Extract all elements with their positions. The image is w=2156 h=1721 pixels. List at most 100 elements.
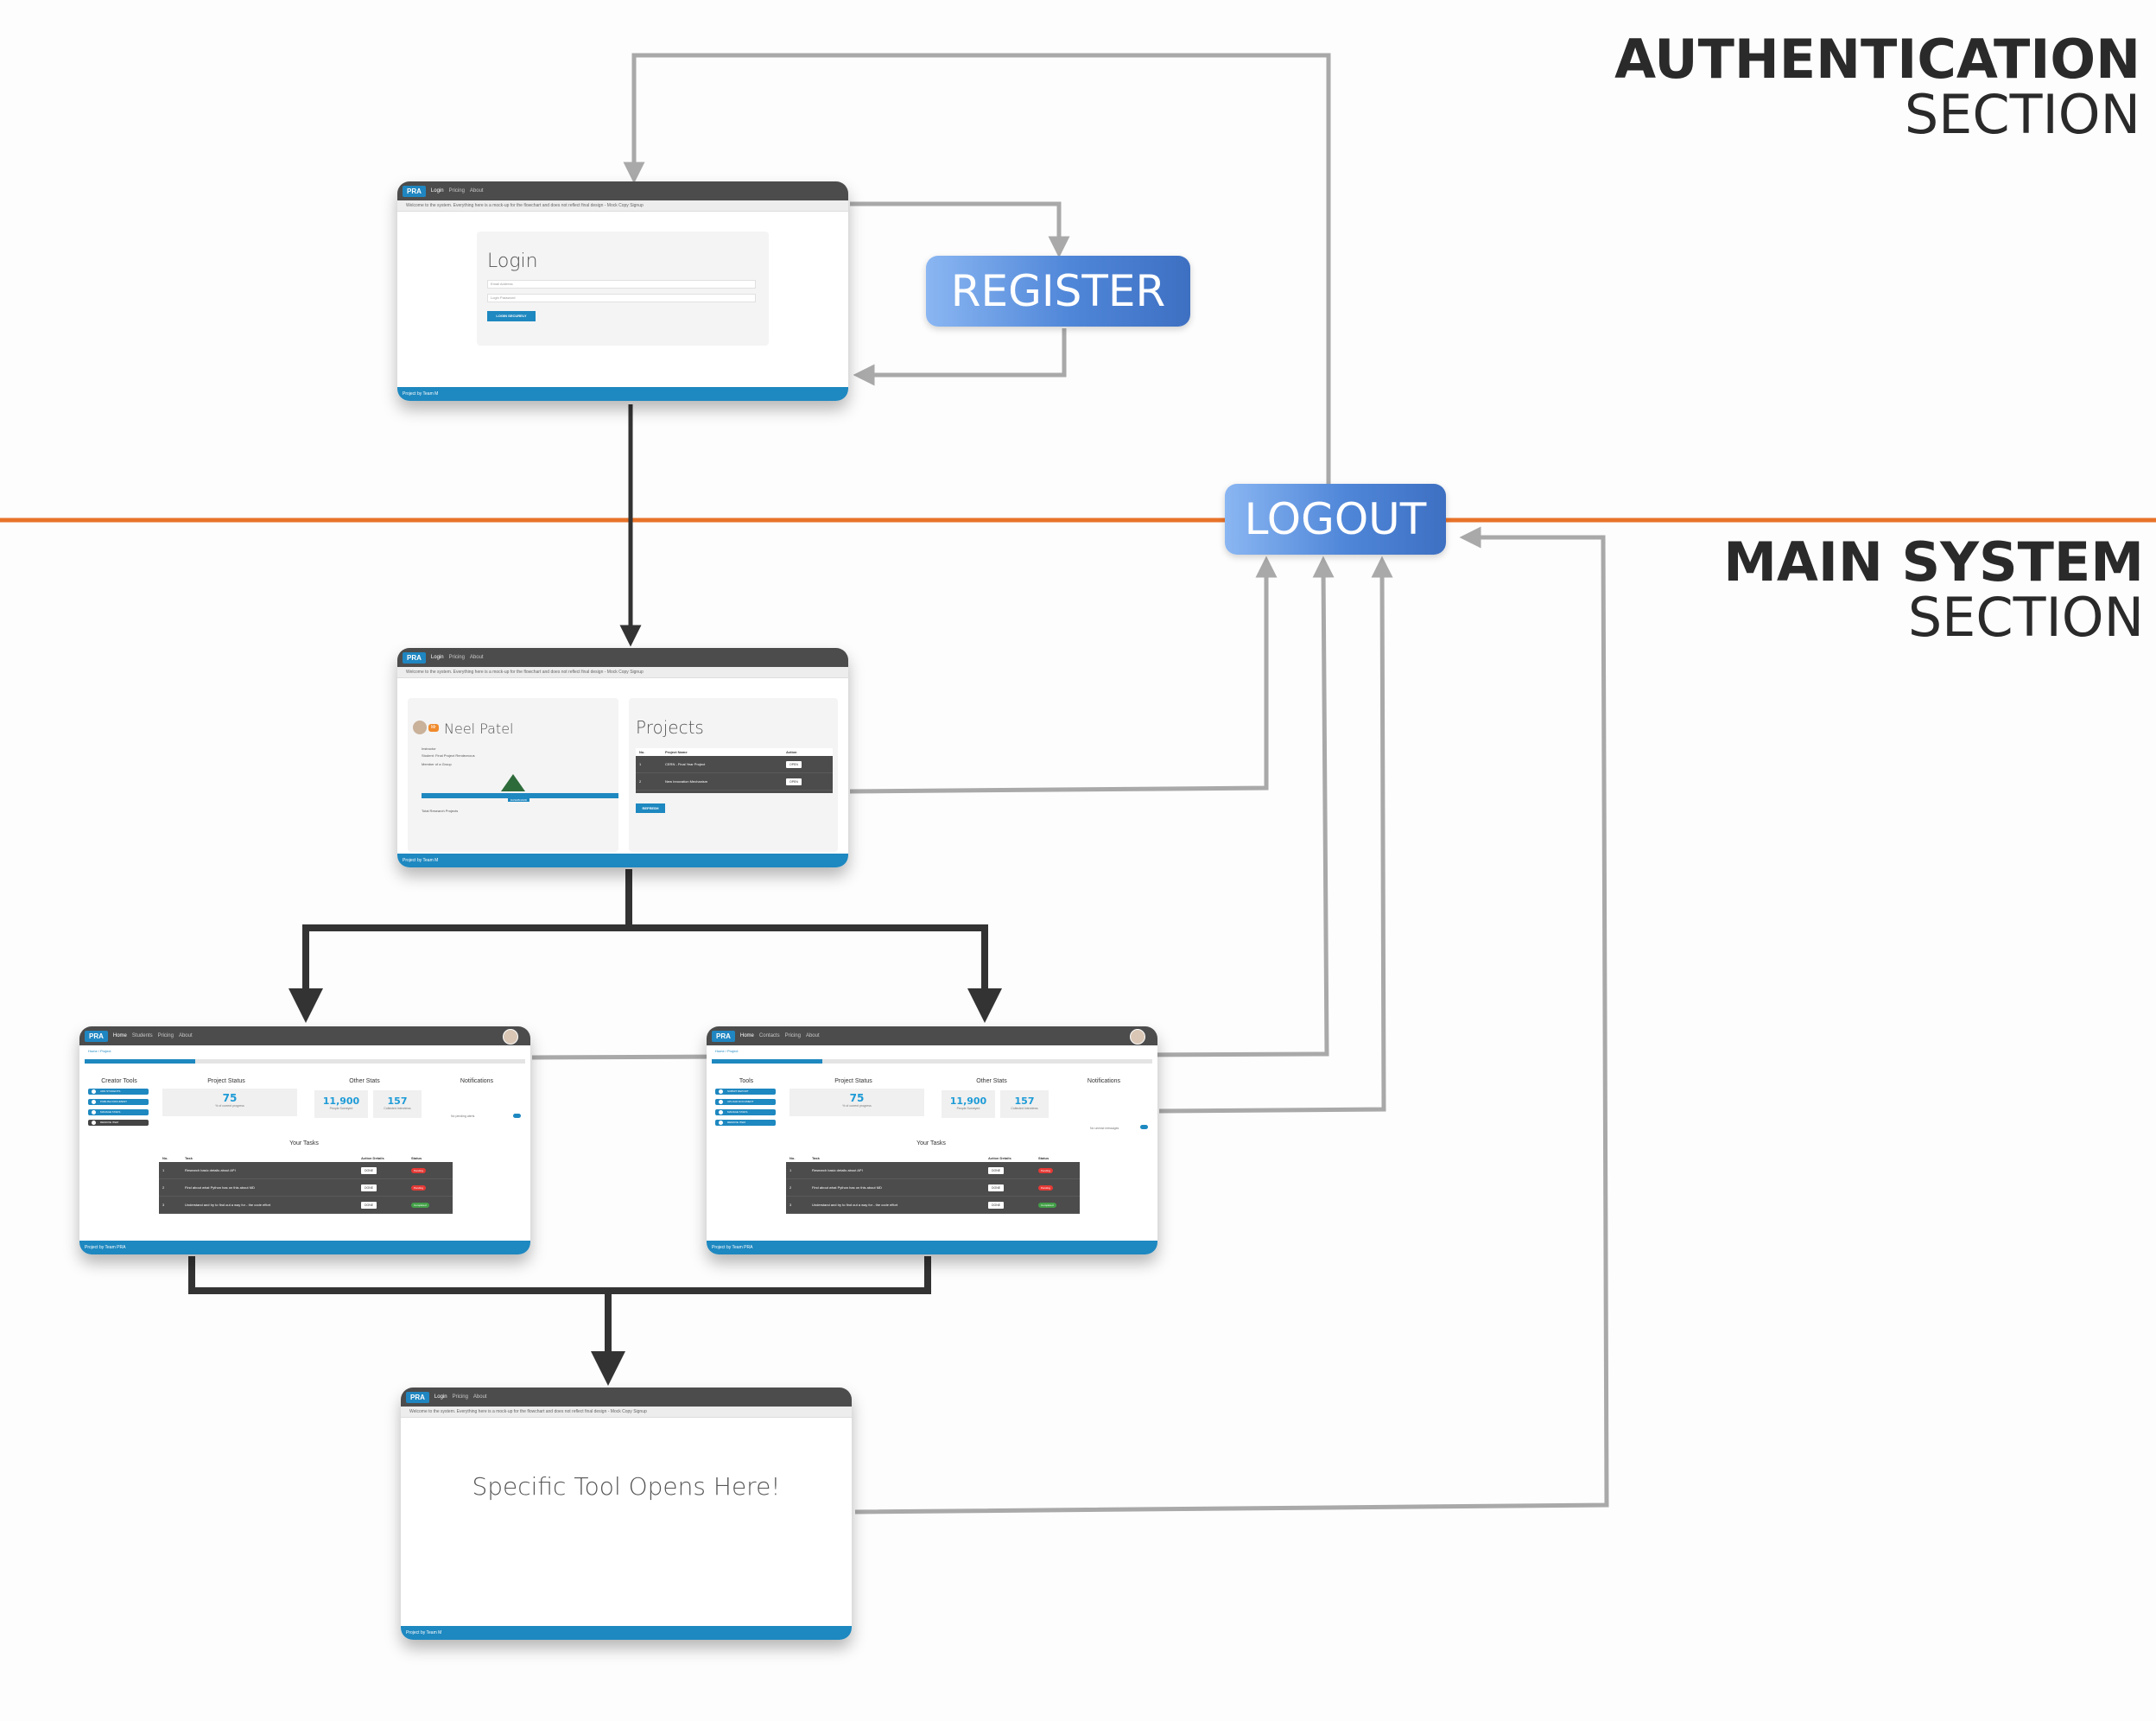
profile-line: Instructor — [422, 746, 436, 751]
notification-toggle[interactable] — [513, 1114, 521, 1118]
tool-button[interactable]: ADD STUDENTS — [88, 1089, 149, 1095]
status-badge: Pending — [411, 1167, 427, 1173]
register-button[interactable]: REGISTER — [926, 256, 1190, 327]
brand-logo[interactable]: PRA — [712, 1030, 735, 1042]
task-no: 1 — [789, 1168, 792, 1172]
avatar[interactable] — [1130, 1029, 1145, 1045]
tool-button[interactable]: UPLOAD DOCUMENT — [715, 1099, 776, 1105]
project-status-value: 75 — [849, 1092, 865, 1104]
logout-button[interactable]: LOGOUT — [1225, 484, 1446, 555]
project-status-sub: % of current progress — [842, 1104, 872, 1108]
brand-logo[interactable]: PRA — [403, 651, 426, 664]
footer: Project by Team PRA — [707, 1241, 1157, 1254]
project-status-sub: % of current progress — [215, 1104, 244, 1108]
login-title: Login — [487, 251, 538, 272]
status-badge: Pending — [411, 1184, 427, 1191]
breadcrumb[interactable]: Home / Project — [88, 1049, 111, 1053]
nav-link[interactable]: Contacts — [758, 1033, 780, 1038]
nav-link[interactable]: Pricing — [157, 1033, 174, 1038]
row-no: 2 — [639, 779, 642, 784]
arrow-logout-to-login — [623, 53, 1331, 484]
tool-button[interactable]: SUBMIT REPORT — [715, 1089, 776, 1095]
table-header: No. Task Action Details Status — [159, 1154, 453, 1162]
task-action-button[interactable]: DONE — [361, 1166, 377, 1174]
task-name: Understand and try to find out a way for… — [812, 1203, 898, 1207]
stat-sub: Collected Interviews — [384, 1107, 411, 1110]
nav-link[interactable]: About — [472, 1394, 487, 1400]
notifications-title: Notifications — [1087, 1078, 1121, 1084]
notification-text: No unread messages — [1090, 1127, 1119, 1130]
status-badge: Pending — [1038, 1184, 1054, 1191]
task-action-button[interactable]: DONE — [988, 1166, 1005, 1174]
nav-link[interactable]: About — [469, 655, 484, 660]
dashboard-bar[interactable]: DASHBOARD — [422, 793, 618, 802]
task-action-button[interactable]: DONE — [361, 1184, 377, 1191]
nav-link[interactable]: Login — [434, 1394, 447, 1400]
row-name: CERN - Final Year Project — [665, 762, 706, 766]
task-no: 2 — [162, 1185, 165, 1190]
arrow-right-to-merge — [608, 1256, 931, 1294]
projects-card: Projects No. Project Name Action 1 CERN … — [629, 698, 838, 852]
nav-link[interactable]: Pricing — [452, 1394, 468, 1400]
breadcrumb[interactable]: Home / Project — [715, 1049, 739, 1053]
nav-link[interactable]: Login — [430, 655, 444, 660]
nav-link[interactable]: Students — [131, 1033, 153, 1038]
stat-value: 157 — [1014, 1095, 1035, 1107]
task-action-button[interactable]: DONE — [361, 1201, 377, 1209]
navbar: PRA Home Contacts Pricing About — [707, 1026, 1157, 1045]
notice-bar: Welcome to the system. Everything here i… — [401, 1407, 852, 1418]
open-button[interactable]: OPEN — [786, 778, 802, 785]
col-status: Status — [1038, 1156, 1049, 1160]
avatar — [413, 721, 427, 734]
task-name: Find about what Python has on this about… — [185, 1185, 255, 1190]
nav-link[interactable]: Home — [112, 1033, 127, 1038]
stat-sub: Collected Interviews — [1011, 1107, 1038, 1110]
nav-link[interactable]: Pricing — [448, 188, 465, 194]
tool-button[interactable]: REMOVE ITEM — [715, 1120, 776, 1126]
tool-button[interactable]: REMOVE ITEM — [88, 1120, 149, 1126]
nav-link[interactable]: Pricing — [784, 1033, 801, 1038]
navbar: PRA Login Pricing About — [397, 648, 848, 667]
col-name: Project Name — [665, 750, 688, 754]
task-name: Find about what Python has on this about… — [812, 1185, 882, 1190]
login-submit-button[interactable]: LOGIN SECURELY — [487, 311, 536, 321]
password-field[interactable]: Login Password — [487, 294, 756, 302]
footer: Project by Team PRA — [79, 1241, 530, 1254]
task-no: 1 — [162, 1168, 165, 1172]
open-button[interactable]: OPEN — [786, 760, 802, 768]
nav-link[interactable]: Pricing — [448, 655, 465, 660]
nav-link[interactable]: About — [469, 188, 484, 194]
projects-title: Projects — [636, 717, 704, 738]
brand-logo[interactable]: PRA — [403, 185, 426, 197]
status-badge: Completed — [411, 1202, 429, 1208]
tool-button[interactable]: PUBLISH DOCUMENT — [88, 1099, 149, 1105]
brand-logo[interactable]: PRA — [85, 1030, 108, 1042]
workspace-right-screen: PRA Home Contacts Pricing About Home / P… — [707, 1026, 1157, 1254]
table-row: 1 CERN - Final Year Project OPEN — [636, 756, 833, 773]
arrow-left-to-merge — [188, 1256, 608, 1294]
email-field[interactable]: Email Address — [487, 280, 756, 289]
stat-value: 157 — [387, 1095, 408, 1107]
avatar[interactable] — [503, 1029, 518, 1045]
table-row: 2 Find about what Python has on this abo… — [159, 1179, 453, 1197]
progress-fill — [712, 1059, 822, 1064]
refresh-button[interactable]: REFRESH — [636, 803, 665, 813]
nav-link[interactable]: Login — [430, 188, 444, 194]
tasks-title: Your Tasks — [916, 1140, 946, 1146]
arrow-dashboard-to-logout — [849, 556, 1278, 794]
login-card: Login Email Address Login Password LOGIN… — [477, 232, 769, 346]
task-no: 3 — [162, 1203, 165, 1207]
nav-link[interactable]: About — [178, 1033, 193, 1038]
task-action-button[interactable]: DONE — [988, 1201, 1005, 1209]
stat-value: 11,900 — [322, 1095, 360, 1107]
progress-fill — [85, 1059, 195, 1064]
task-action-button[interactable]: DONE — [988, 1184, 1005, 1191]
nav-link[interactable]: About — [805, 1033, 820, 1038]
arrow-login-to-register — [850, 201, 1070, 258]
brand-logo[interactable]: PRA — [406, 1391, 429, 1403]
tool-button[interactable]: MANAGE TASKS — [715, 1109, 776, 1115]
nav-link[interactable]: Home — [739, 1033, 754, 1038]
notification-toggle[interactable] — [1140, 1125, 1148, 1129]
tool-button[interactable]: MANAGE TASKS — [88, 1109, 149, 1115]
